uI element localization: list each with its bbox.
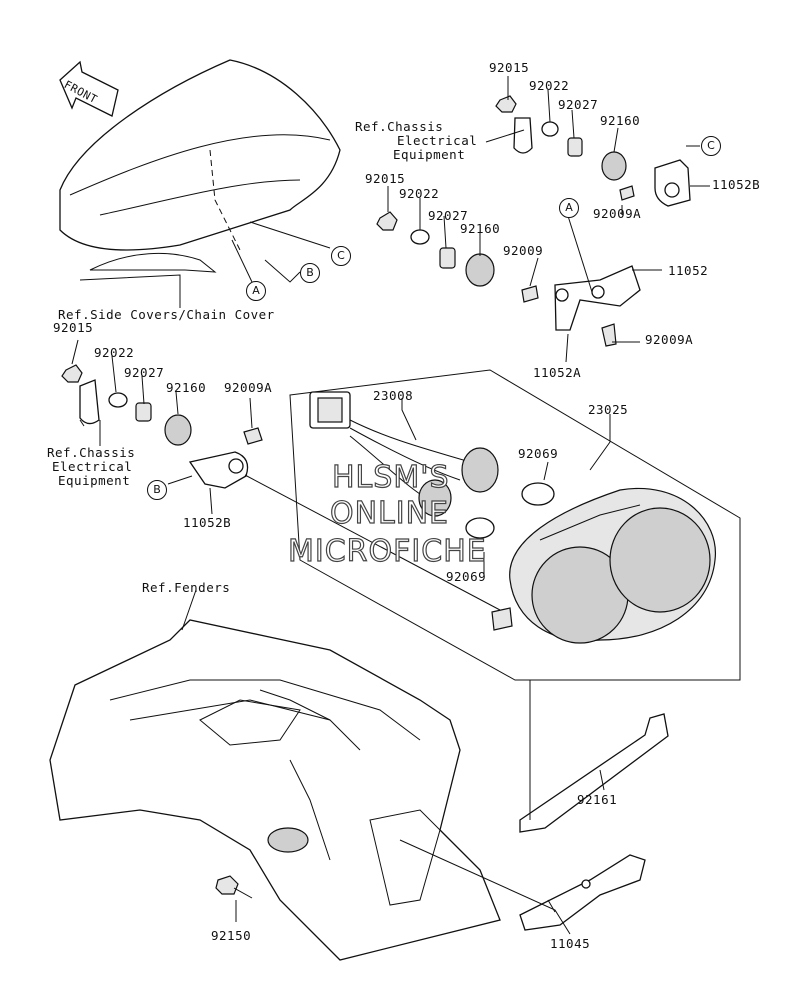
part-92069-a: 92069 xyxy=(518,446,559,461)
ref-chassis-left-2: Electrical xyxy=(52,459,133,474)
ref-chassis-top-1: Ref.Chassis xyxy=(355,119,444,134)
ref-chassis-top-2: Electrical xyxy=(397,133,478,148)
part-11052: 11052 xyxy=(668,263,709,278)
part-92069-b: 92069 xyxy=(446,569,487,584)
part-92022-top: 92022 xyxy=(529,78,570,93)
part-92022-mid: 92022 xyxy=(399,186,440,201)
callout-b-left: B xyxy=(147,480,167,500)
ref-chassis-left-1: Ref.Chassis xyxy=(47,445,136,460)
top-right-hardware xyxy=(495,95,691,207)
part-92009a-mid: 92009A xyxy=(645,332,694,347)
assembly-outline xyxy=(289,369,741,681)
part-92160-left: 92160 xyxy=(166,380,207,395)
part-92027-left: 92027 xyxy=(124,365,165,380)
seat-cowl xyxy=(59,59,341,305)
part-92160-top: 92160 xyxy=(600,113,641,128)
callout-a-mid: A xyxy=(559,198,579,218)
part-23008: 23008 xyxy=(373,388,414,403)
part-92027-top: 92027 xyxy=(558,97,599,112)
part-92161: 92161 xyxy=(577,792,618,807)
bolt-92150 xyxy=(215,875,253,899)
part-92009a-top: 92009A xyxy=(593,206,642,221)
bulbs xyxy=(465,482,555,539)
callout-a-cowl: A xyxy=(246,281,266,301)
part-92009a-left: 92009A xyxy=(224,380,273,395)
ref-chassis-top-3: Equipment xyxy=(393,147,466,162)
part-11052a: 11052A xyxy=(533,365,582,380)
tail-lamp xyxy=(491,487,716,644)
watermark-line-3: MICROFICHE xyxy=(287,534,487,569)
callout-b-cowl: B xyxy=(300,263,320,283)
ref-chassis-left-3: Equipment xyxy=(58,473,131,488)
front-arrow-icon xyxy=(59,60,119,117)
left-hardware xyxy=(61,364,263,489)
part-11052b-top: 11052B xyxy=(712,177,761,192)
part-92150: 92150 xyxy=(211,928,252,943)
ref-fenders: Ref.Fenders xyxy=(142,580,231,595)
wire-harness xyxy=(309,391,499,517)
part-92022-left: 92022 xyxy=(94,345,135,360)
callout-c-cowl: C xyxy=(331,246,351,266)
part-11052b-left: 11052B xyxy=(183,515,232,530)
part-92015-mid: 92015 xyxy=(365,171,406,186)
rear-fender xyxy=(49,619,501,961)
part-92015-top: 92015 xyxy=(489,60,530,75)
part-23025: 23025 xyxy=(588,402,629,417)
part-92027-mid: 92027 xyxy=(428,208,469,223)
part-92009-mid: 92009 xyxy=(503,243,544,258)
license-bracket xyxy=(519,854,646,931)
part-11045: 11045 xyxy=(550,936,591,951)
watermark-line-2: ONLINE xyxy=(329,496,450,531)
ref-side-covers: Ref.Side Covers/Chain Cover xyxy=(58,307,275,322)
part-92160-mid: 92160 xyxy=(460,221,501,236)
part-92015-left: 92015 xyxy=(53,320,94,335)
watermark-line-1: HLSM'S xyxy=(331,460,450,495)
lamp-stay xyxy=(519,713,669,833)
mid-right-hardware xyxy=(376,211,641,347)
callout-c-top: C xyxy=(701,136,721,156)
